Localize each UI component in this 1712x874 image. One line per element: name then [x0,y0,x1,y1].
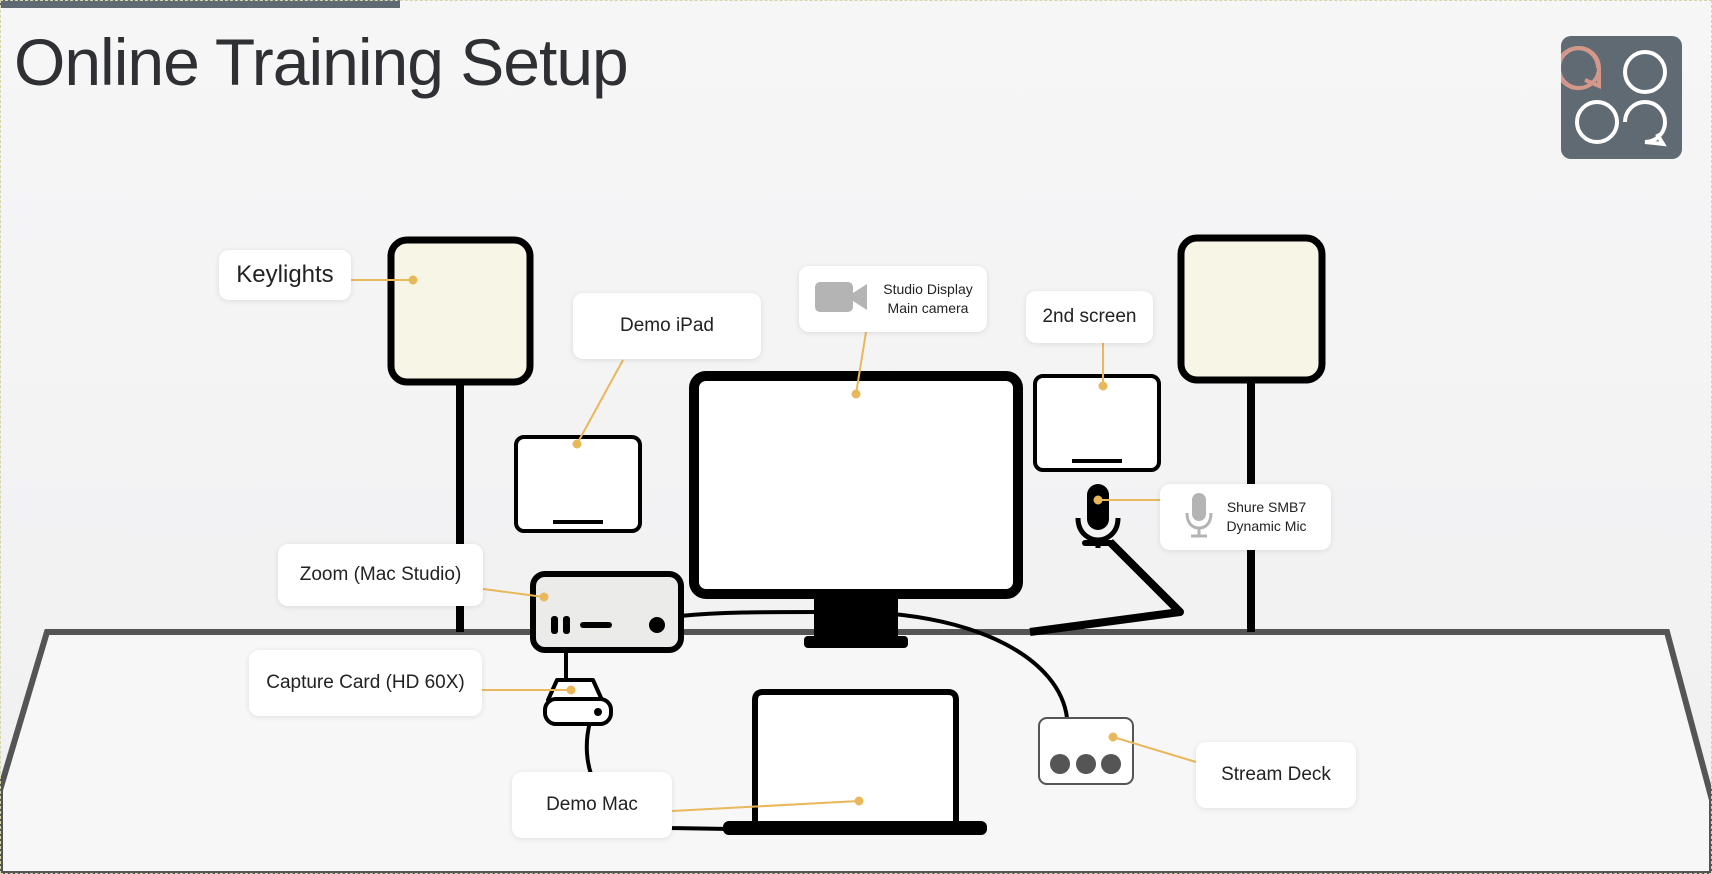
label-stream-deck: Stream Deck [1196,742,1356,808]
label-demo-ipad: Demo iPad [573,293,761,359]
label-studio-display: Studio Display Main camera [799,266,987,332]
speech-bubbles-logo-icon [1561,36,1682,159]
mac-studio [530,571,684,653]
mic-arm [1029,484,1184,636]
keylight-right [1177,234,1326,632]
demo-macbook [723,689,987,835]
label-keylights: Keylights [219,250,351,300]
label-capture-card: Capture Card (HD 60X) [249,650,482,716]
cable-macstudio-to-display [679,610,821,618]
label-demo-mac: Demo Mac [512,772,672,838]
label-second-screen: 2nd screen [1026,291,1153,343]
top-accent-bar [0,0,400,8]
second-screen [1033,374,1161,472]
label-zoom-mac-studio: Zoom (Mac Studio) [278,544,483,606]
callout-lines [350,275,1197,812]
label-shure-mic: Shure SMB7 Dynamic Mic [1160,484,1331,550]
page-title: Online Training Setup [14,25,629,99]
stream-deck [1038,717,1134,785]
microphone-icon [1184,491,1214,544]
capture-card [543,678,613,726]
cable-display-to-streamdeck [859,610,1069,719]
studio-display [689,371,1023,648]
video-camera-icon [813,279,871,320]
demo-ipad [514,435,642,533]
